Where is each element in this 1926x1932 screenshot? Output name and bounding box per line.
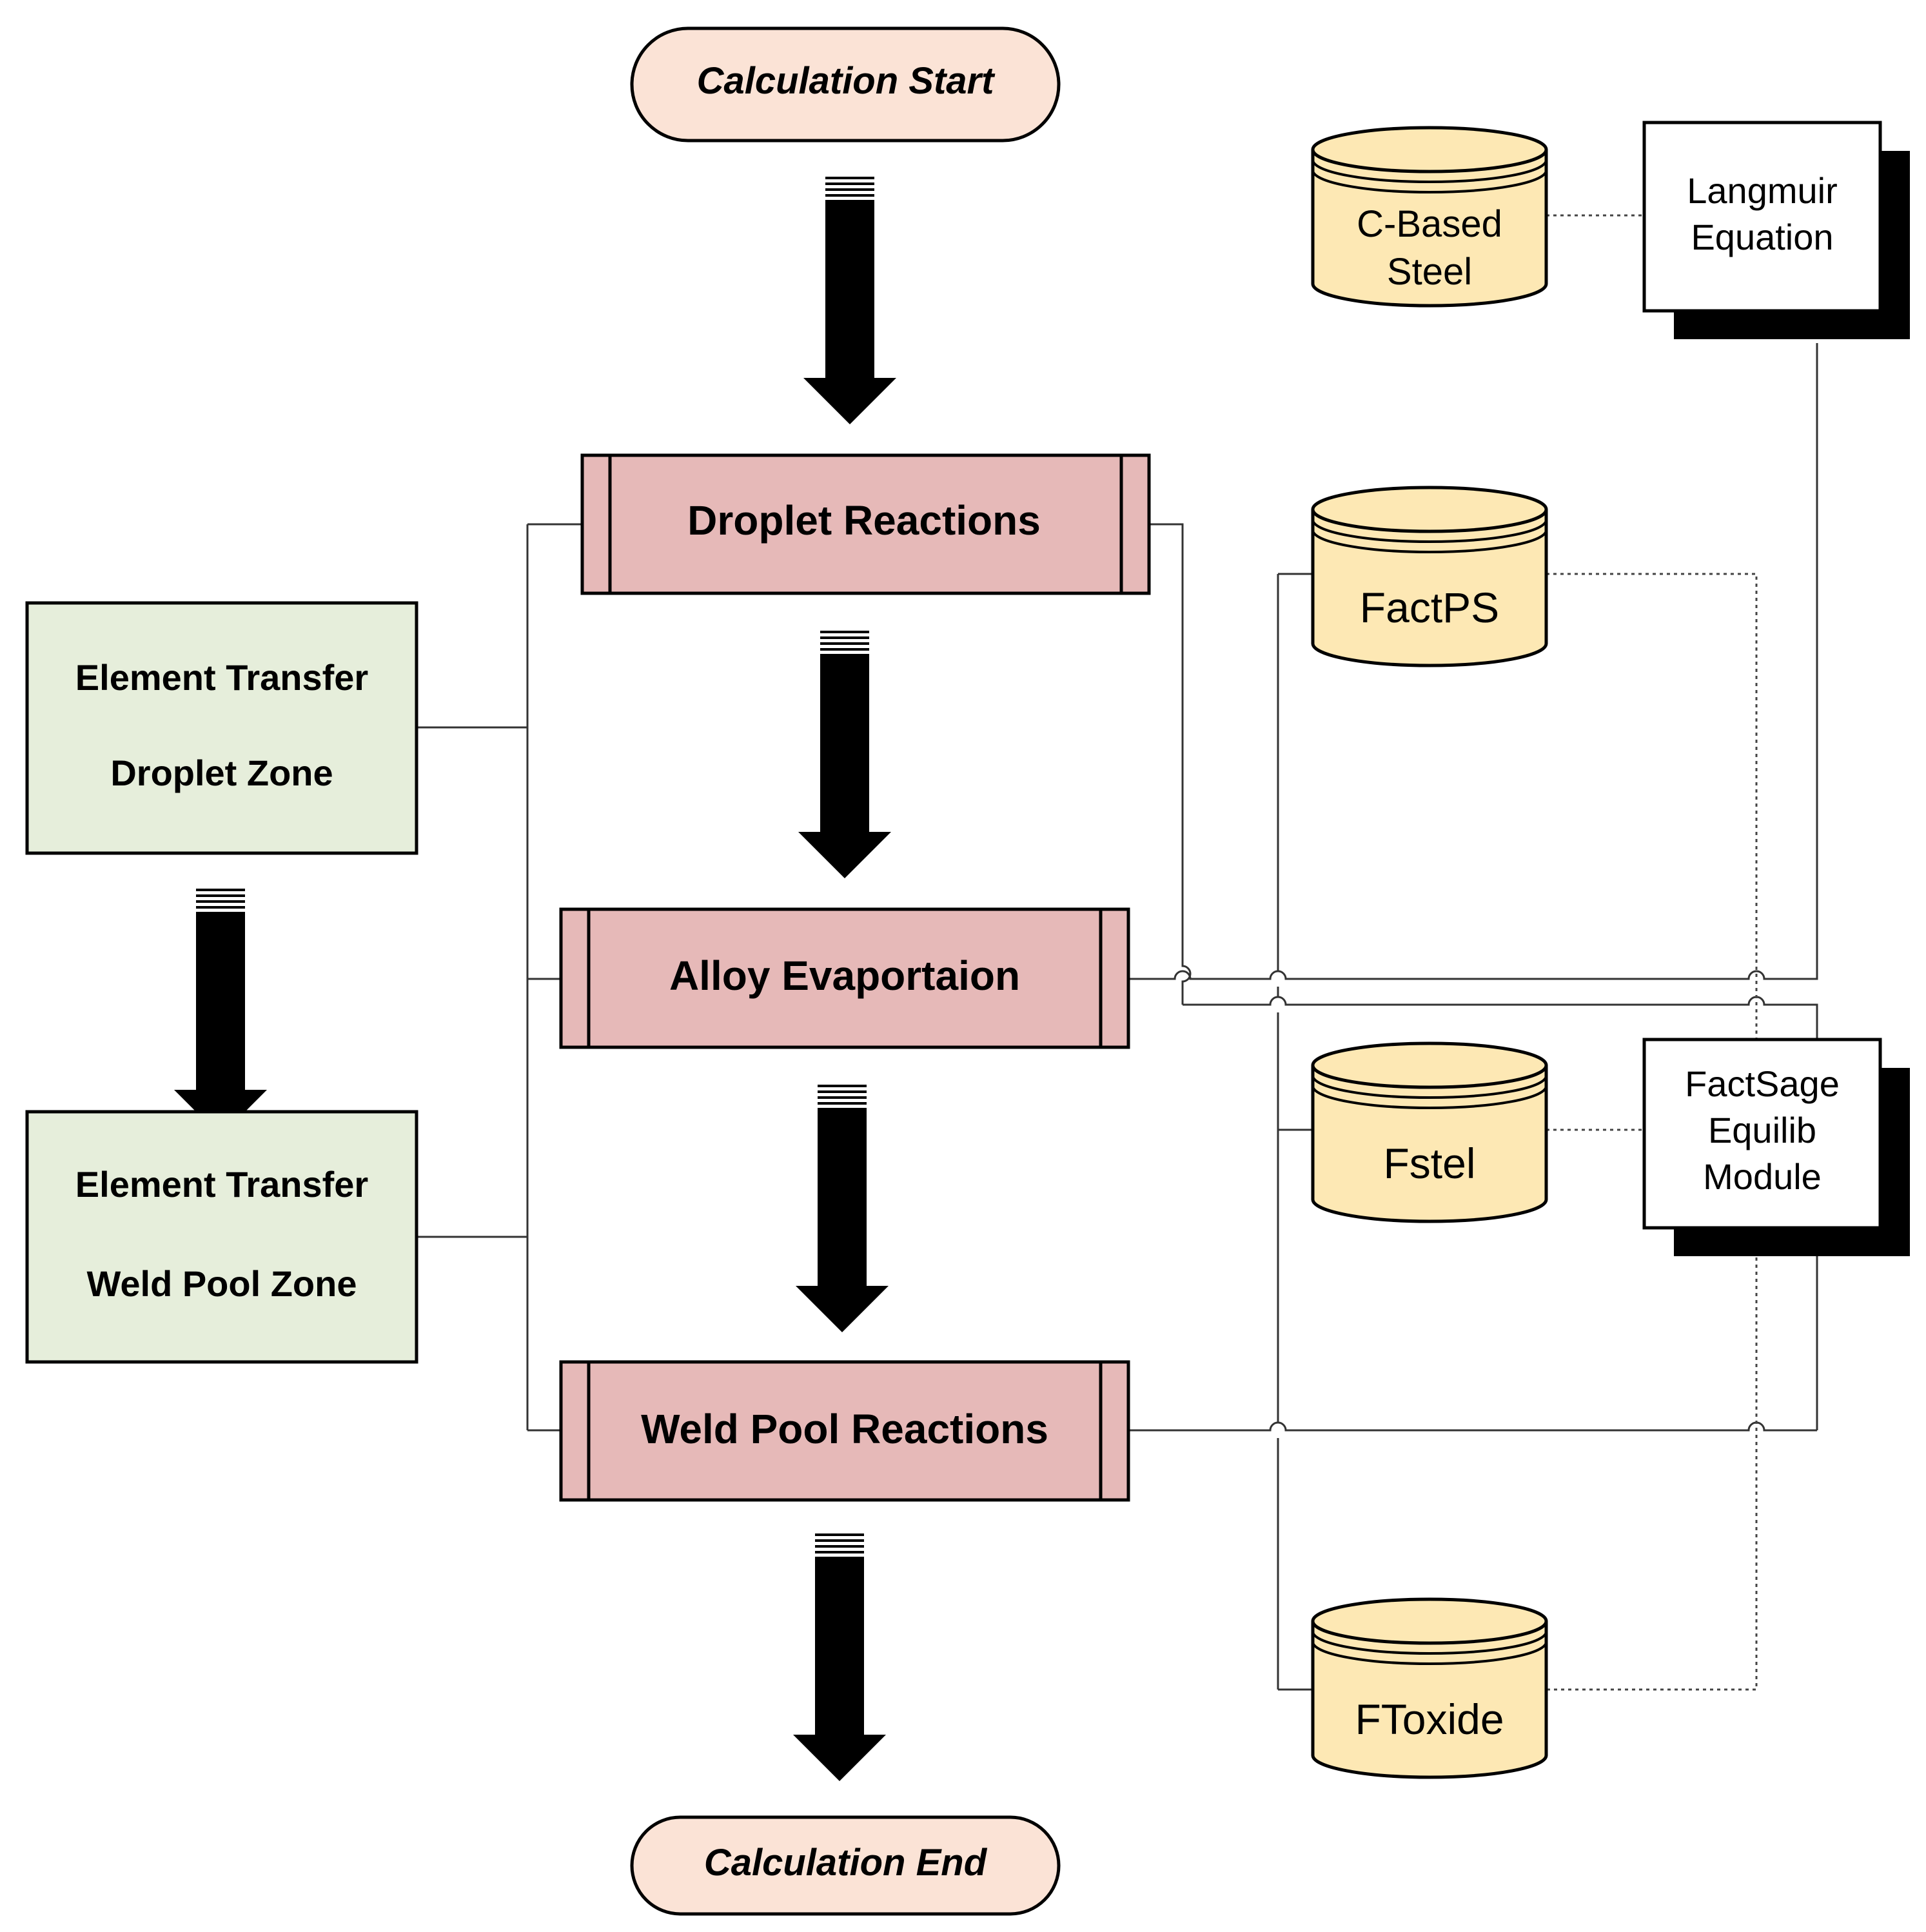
database-ftoxide: FToxide — [1311, 1597, 1548, 1779]
terminal-end-label: Calculation End — [704, 1842, 988, 1884]
zone-weld-pool-line1: Element Transfer — [75, 1164, 368, 1205]
database-c-based-steel-line1: C-Based — [1357, 203, 1502, 245]
zone-droplet-line1: Element Transfer — [75, 657, 368, 698]
process-weld-pool-reactions-label: Weld Pool Reactions — [641, 1406, 1048, 1452]
zone-droplet: Element Transfer Droplet Zone — [25, 601, 418, 855]
module-factsage-line1: FactSage — [1685, 1063, 1840, 1104]
process-weld-pool-reactions: Weld Pool Reactions — [559, 1360, 1130, 1502]
process-alloy-evaporation: Alloy Evaportaion — [559, 907, 1130, 1049]
database-factps: FactPS — [1311, 486, 1548, 667]
module-factsage-equilib: FactSage Equilib Module — [1642, 1038, 1910, 1256]
module-langmuir-line2: Equation — [1691, 217, 1833, 257]
zone-weld-pool: Element Transfer Weld Pool Zone — [25, 1110, 418, 1364]
module-factsage-line2: Equilib — [1708, 1110, 1816, 1150]
module-langmuir-line1: Langmuir — [1687, 170, 1837, 211]
database-ftoxide-label: FToxide — [1355, 1695, 1504, 1743]
database-c-based-steel-line2: Steel — [1387, 251, 1472, 293]
flow-arrow-droplet-zone-to-weld-zone — [174, 889, 267, 1136]
database-factps-label: FactPS — [1360, 584, 1499, 631]
flow-arrow-weld-to-end — [793, 1533, 886, 1781]
process-alloy-evaporation-label: Alloy Evaportaion — [669, 952, 1020, 999]
process-droplet-reactions: Droplet Reactions — [580, 453, 1151, 595]
module-factsage-line3: Module — [1703, 1156, 1822, 1197]
process-droplet-reactions-label: Droplet Reactions — [687, 497, 1041, 544]
database-c-based-steel: C-Based Steel — [1311, 126, 1548, 308]
terminal-end: Calculation End — [630, 1815, 1061, 1916]
zone-droplet-line2: Droplet Zone — [110, 753, 333, 793]
flow-arrow-start-to-droplet — [803, 177, 896, 424]
terminal-start-label: Calculation Start — [697, 60, 996, 102]
flow-arrow-droplet-to-alloy — [798, 631, 891, 878]
flow-arrow-alloy-to-weld — [796, 1085, 889, 1332]
database-fstel-label: Fstel — [1383, 1139, 1475, 1187]
zone-weld-pool-line2: Weld Pool Zone — [87, 1263, 357, 1304]
terminal-start: Calculation Start — [630, 26, 1061, 143]
module-langmuir-equation: Langmuir Equation — [1642, 121, 1910, 339]
database-fstel: Fstel — [1311, 1041, 1548, 1223]
